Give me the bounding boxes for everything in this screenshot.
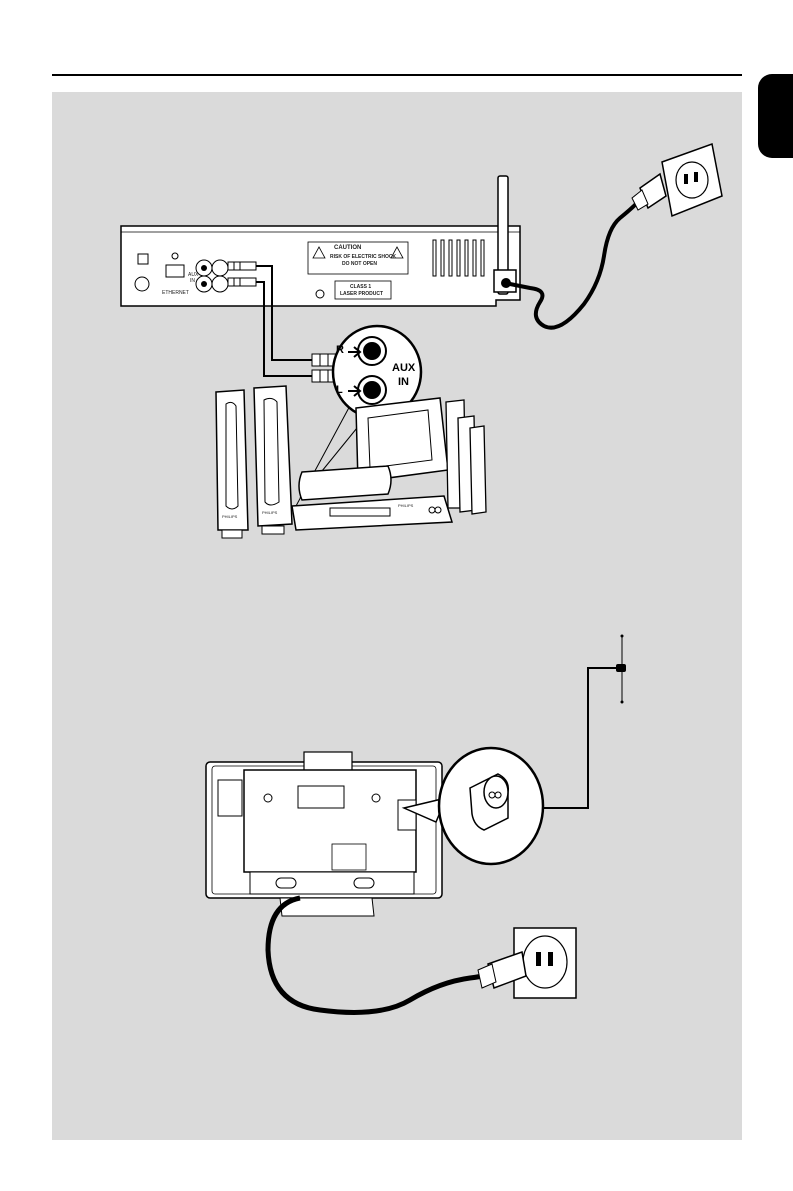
- laser-line-2: LASER PRODUCT: [340, 291, 383, 297]
- main-unit-back: [206, 752, 442, 916]
- wall-outlet: [478, 928, 576, 998]
- aux-title-label: AUX: [392, 362, 415, 374]
- speaker-brand-label: PHILIPS: [222, 514, 237, 519]
- laser-line-1: CLASS 1: [350, 284, 371, 290]
- ethernet-label: ETHERNET: [162, 290, 189, 296]
- aux-l-label: L: [336, 384, 343, 396]
- caution-line-2: DO NOT OPEN: [342, 261, 377, 267]
- caution-line-1: RISK OF ELECTRIC SHOCK: [330, 254, 396, 260]
- speaker-brand-label: PHILIPS: [262, 510, 277, 515]
- receiver-brand-label: PHILIPS: [398, 503, 413, 508]
- aux-in-label: IN: [398, 376, 409, 388]
- wall-outlet: [632, 144, 722, 216]
- rear-in-label: IN: [190, 278, 195, 284]
- power-cord: [510, 192, 646, 328]
- caution-title: CAUTION: [334, 245, 361, 251]
- aux-r-label: R: [336, 344, 344, 356]
